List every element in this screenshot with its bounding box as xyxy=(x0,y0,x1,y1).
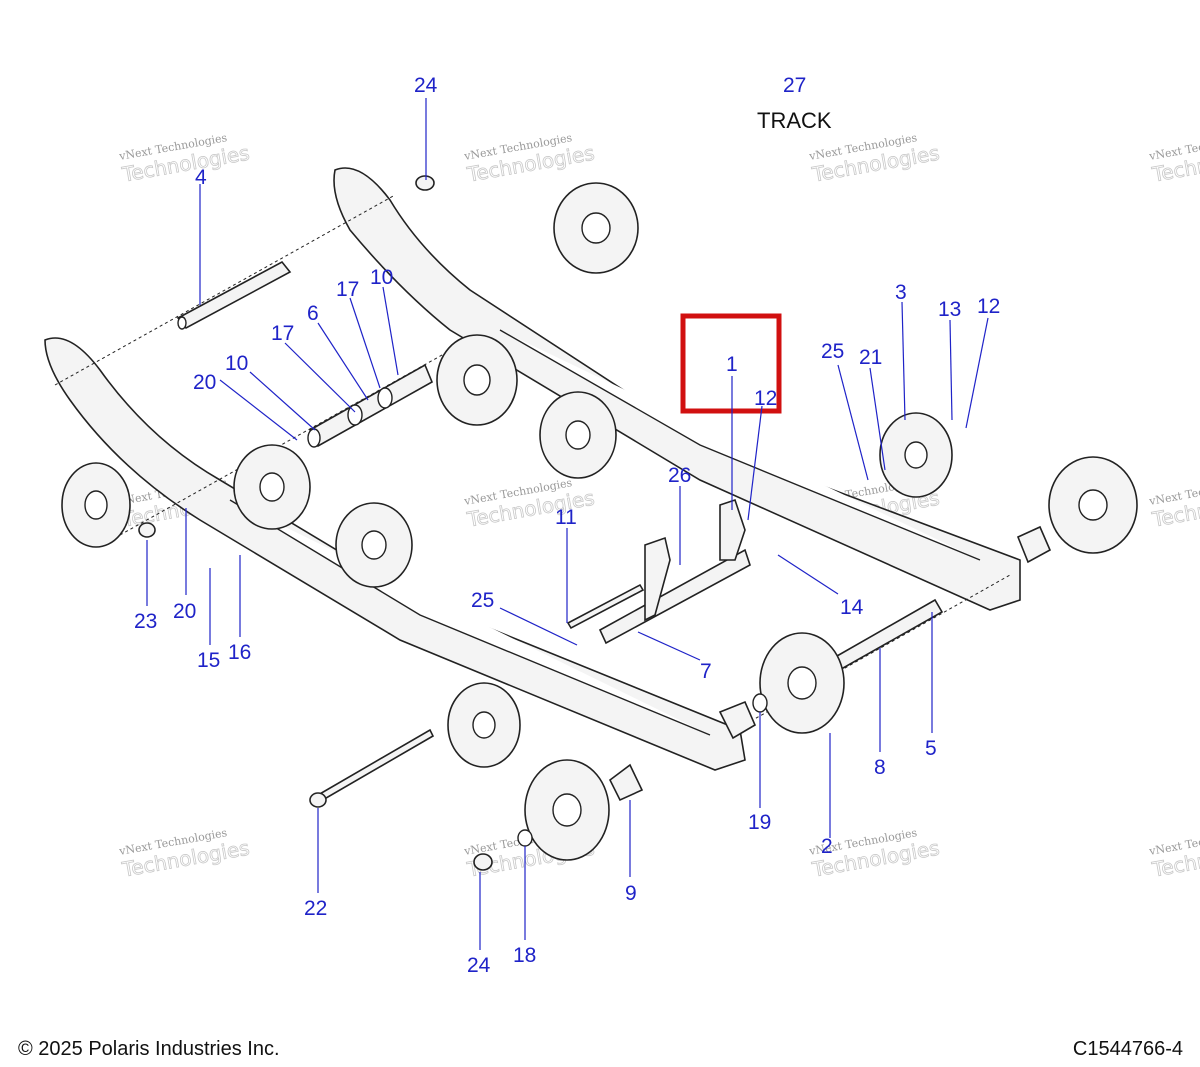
watermark: vNext Technologies Technologies xyxy=(117,131,251,187)
watermark: vNext Technologies Technologies xyxy=(1147,131,1200,187)
callout-18: 18 xyxy=(513,944,536,967)
highlight-box xyxy=(680,313,782,414)
wheel xyxy=(553,182,639,274)
shaft-6 xyxy=(307,363,434,448)
callout-2: 2 xyxy=(821,835,833,858)
wheel-9 xyxy=(524,759,610,861)
callout-14: 14 xyxy=(840,596,864,619)
callout-17: 17 xyxy=(271,322,294,345)
nut-24 xyxy=(473,853,493,871)
callout-10: 10 xyxy=(225,352,248,375)
shaft-7 xyxy=(598,548,751,645)
wheel xyxy=(61,462,131,548)
leader-lines xyxy=(146,98,989,950)
assembly-line xyxy=(734,574,1011,731)
callout-17: 17 xyxy=(336,278,359,301)
callout-25: 25 xyxy=(471,589,494,612)
wheel xyxy=(1048,456,1138,554)
callout-25: 25 xyxy=(821,340,844,363)
callout-20: 20 xyxy=(173,600,196,623)
bolt-22 xyxy=(316,728,435,803)
wheel-3 xyxy=(879,412,953,498)
wheel xyxy=(233,444,311,530)
nut-22 xyxy=(309,792,327,808)
callout-9: 9 xyxy=(625,882,637,905)
callout-13: 13 xyxy=(938,298,961,321)
bolt-11 xyxy=(566,583,645,630)
wheel xyxy=(436,334,518,426)
callout-22: 22 xyxy=(304,897,327,920)
watermark: vNext Technologies Technologies xyxy=(117,826,251,882)
watermark: vNext Technologies Technologies xyxy=(807,131,941,187)
callout-20: 20 xyxy=(193,371,216,394)
callout-27: 27 xyxy=(783,74,806,97)
ring-19 xyxy=(752,693,768,713)
rear-rail-left xyxy=(333,167,1021,611)
block xyxy=(608,763,644,802)
callout-23: 23 xyxy=(134,610,157,633)
block xyxy=(1016,525,1052,564)
callout-6: 6 xyxy=(307,302,319,325)
diagram-code: C1544766-4 xyxy=(1072,1038,1183,1060)
wheel xyxy=(335,502,413,588)
assembly-line xyxy=(54,194,396,386)
wheel-2 xyxy=(759,632,845,734)
watermark: vNext Technologies Technologies xyxy=(1147,476,1200,532)
bracket-7 xyxy=(644,536,671,622)
callout-4: 4 xyxy=(195,166,207,189)
nut-24 xyxy=(415,175,435,191)
nut-23 xyxy=(138,522,156,538)
track-label: TRACK xyxy=(757,108,832,133)
callout-19: 19 xyxy=(748,811,771,834)
callout-16: 16 xyxy=(228,641,251,664)
callout-10: 10 xyxy=(370,266,393,289)
callout-26: 26 xyxy=(668,464,691,487)
copyright-text: © 2025 Polaris Industries Inc. xyxy=(18,1038,280,1060)
callout-15: 15 xyxy=(197,649,220,672)
callout-8: 8 xyxy=(874,756,886,779)
callout-5: 5 xyxy=(925,737,937,760)
callout-7: 7 xyxy=(700,660,712,683)
callout-24: 24 xyxy=(467,954,491,977)
callout-12: 12 xyxy=(977,295,1000,318)
watermark: vNext Technologies Technologies xyxy=(1147,826,1200,882)
callout-24: 24 xyxy=(414,74,438,97)
washer-18 xyxy=(517,829,533,847)
watermark: vNext Technologies Technologies xyxy=(462,131,596,187)
callouts: 24 27 4 17 10 6 17 20 10 1 12 25 21 3 13… xyxy=(134,74,1000,977)
callout-1: 1 xyxy=(726,353,738,376)
wheel xyxy=(539,391,617,479)
callout-11: 11 xyxy=(555,506,577,529)
wheel xyxy=(447,682,521,768)
callout-12: 12 xyxy=(754,387,777,410)
shaft-4 xyxy=(176,260,292,330)
callout-21: 21 xyxy=(859,346,882,369)
block xyxy=(718,700,757,740)
callout-3: 3 xyxy=(895,281,907,304)
